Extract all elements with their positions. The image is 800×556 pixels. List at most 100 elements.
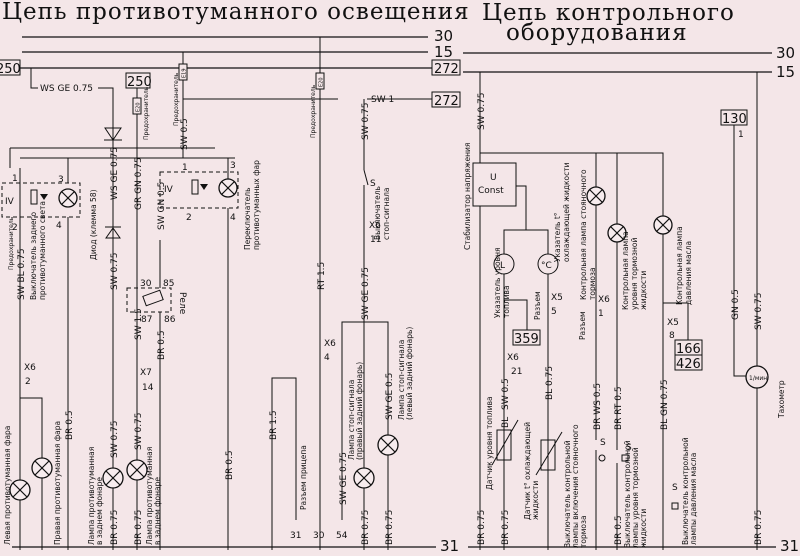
label-sw075: SW 0.75 bbox=[110, 252, 120, 290]
label-sw-ge-b: SW GE 0.75 bbox=[339, 452, 349, 505]
bus-label-30-right: 30 bbox=[776, 44, 795, 62]
label-stop-right: Лампа стоп-сигнала(правый задний фонарь) bbox=[347, 362, 364, 460]
brake-switch-icon bbox=[363, 169, 369, 186]
pin-m1: 1 bbox=[182, 163, 188, 173]
conn-x5b: X5 bbox=[667, 318, 679, 328]
conn-x6d-pin: 11 bbox=[370, 235, 381, 245]
label-trailer: Разъем прицепа bbox=[299, 445, 308, 510]
fluid-switch-icon bbox=[621, 454, 629, 462]
wire bbox=[663, 302, 689, 340]
label-conn2: Разъем bbox=[578, 311, 587, 340]
pin-m3: 3 bbox=[230, 161, 236, 171]
title-fog-lights: Цепь противотуманного освещения bbox=[2, 0, 470, 25]
label-fuse-2: Предохранитель bbox=[173, 72, 180, 126]
resistor-icon bbox=[30, 189, 38, 205]
pin-m4: 4 bbox=[230, 213, 236, 223]
label-rear-lamp-1: Лампа противотуманнаяв заднем фонаре bbox=[87, 447, 104, 545]
pin-2: 2 bbox=[12, 223, 18, 233]
label-fuse-4: Предохранитель bbox=[8, 216, 15, 270]
lamp-icon-rear-fog-1 bbox=[102, 467, 124, 489]
oil-switch-icon bbox=[671, 502, 679, 510]
wire-ws-ge-down bbox=[98, 87, 114, 148]
fuel-sensor-icon bbox=[496, 429, 512, 461]
title-control-equipment-2: оборудования bbox=[506, 20, 688, 46]
sensor-arrow-2 bbox=[535, 431, 563, 476]
label-fuse-3: Предохранитель bbox=[310, 84, 317, 138]
ref-130: 130 bbox=[722, 112, 747, 127]
relay-pin-87: 87 bbox=[141, 315, 152, 325]
conn-x6c: X6 bbox=[324, 339, 336, 349]
label-sw075-a: SW 0.75 bbox=[110, 420, 120, 458]
wire bbox=[596, 152, 664, 550]
fuse-code-e19: E19 bbox=[182, 68, 188, 78]
label-bl: BL bbox=[501, 417, 511, 428]
conn-x6-r: X6 bbox=[598, 295, 610, 305]
label-br075-r-a: BR 0.75 bbox=[477, 510, 487, 545]
trailer-pin-30: 30 bbox=[313, 531, 325, 541]
label-temp-sensor: Датчик t° охлаждающейжидкости bbox=[523, 422, 540, 520]
wire-gn05 bbox=[733, 125, 746, 377]
lamp-icon-fog-switch bbox=[218, 178, 238, 198]
label-oil-switch: Выключатель контрольнойлампы давления ма… bbox=[681, 437, 698, 545]
label-ws-ge2: WS GE 0.75 bbox=[110, 147, 120, 200]
title-control-equipment-1: Цепь контрольного bbox=[482, 0, 735, 26]
ref-166: 166 bbox=[676, 342, 701, 357]
stabilizer-box bbox=[472, 162, 517, 207]
label-stabilizer: Стабилизатор напряжения bbox=[463, 143, 472, 250]
label-br075-b: BR 0.75 bbox=[134, 510, 144, 545]
led-icon-2 bbox=[200, 184, 208, 190]
label-sw-ge: SW GE 0.75 bbox=[361, 267, 371, 320]
led-icon bbox=[40, 194, 48, 200]
ref-box-250-left bbox=[0, 59, 21, 76]
label-gr-gn: GR GN 0.75 bbox=[134, 157, 144, 210]
gauge-l: L bbox=[500, 261, 505, 271]
wire-ws-ge bbox=[30, 68, 38, 89]
trailer-pin-54: 54 bbox=[336, 531, 348, 541]
tacho-pin-1: 1 bbox=[738, 130, 744, 140]
label-park-lamp: Контрольная лампа стояночноготормоза bbox=[579, 169, 597, 300]
wire bbox=[526, 229, 549, 255]
bus-label-15-left: 15 bbox=[434, 43, 453, 61]
bus-label-31-left: 31 bbox=[440, 537, 459, 555]
relay-pin-86: 86 bbox=[164, 315, 176, 325]
switch-iv-icon-2: IV bbox=[164, 185, 174, 195]
ref-250: 250 bbox=[127, 75, 152, 90]
label-stop-left: Лампа стоп-сигнала(левый задний фонарь) bbox=[397, 327, 414, 420]
lamp-icon-rear-switch bbox=[58, 188, 78, 208]
ref-426: 426 bbox=[676, 357, 701, 372]
conn-x6: X6 bbox=[24, 363, 36, 373]
conn-x6-pin: 2 bbox=[25, 377, 31, 387]
wire bbox=[20, 397, 43, 550]
ref-359: 359 bbox=[514, 332, 539, 347]
fuel-gauge-icon: L bbox=[493, 253, 515, 275]
resistor-icon-2 bbox=[191, 179, 199, 195]
conn-x7: X7 bbox=[140, 368, 152, 378]
ref-272-top: 272 bbox=[434, 62, 459, 77]
tacho-face: 1/мин bbox=[749, 375, 767, 382]
label-br05-c: BR 0.5 bbox=[225, 450, 235, 480]
label-left-fog: Левая противотуманная фара bbox=[3, 426, 12, 545]
rear-fog-switch-box bbox=[1, 182, 81, 218]
lamp-icon-rear-fog-2 bbox=[126, 459, 148, 481]
label-sw075-t: SW 0.75 bbox=[754, 292, 764, 330]
label-br05: BR 0.5 bbox=[157, 330, 167, 360]
bus-label-31-right: 31 bbox=[780, 537, 799, 555]
lamp-icon-right-fog bbox=[31, 457, 53, 479]
conn-x5: X5 bbox=[551, 293, 563, 303]
label-brake-fluid-lamp: Контрольная лампауровня тормознойжидкост… bbox=[621, 231, 648, 310]
label-br075-d: BR 0.75 bbox=[385, 510, 395, 545]
switch-iv-icon: IV bbox=[5, 197, 15, 207]
relay-coil-icon bbox=[142, 289, 164, 307]
label-fuel-gauge: Указатель уровнятоплива bbox=[493, 248, 511, 319]
ref-box-272 bbox=[431, 91, 461, 108]
label-rear-switch: Выключатель заднегопротивотуманного свет… bbox=[29, 201, 47, 300]
label-br-ws: BR WS 0.5 bbox=[593, 383, 603, 430]
label-fluid-switch: Выключатель контрольнойлампы уровня торм… bbox=[623, 440, 648, 548]
wire bbox=[504, 299, 528, 330]
stabilizer-u: U bbox=[490, 173, 497, 183]
ref-250-left: 250 bbox=[0, 62, 21, 77]
bus-label-15-right: 15 bbox=[776, 63, 795, 81]
label-br15: BR 1.5 bbox=[269, 410, 279, 440]
label-br05-r: BR 0.5 bbox=[614, 515, 624, 545]
label-bl-gn: BL GN 0.75 bbox=[660, 379, 670, 430]
